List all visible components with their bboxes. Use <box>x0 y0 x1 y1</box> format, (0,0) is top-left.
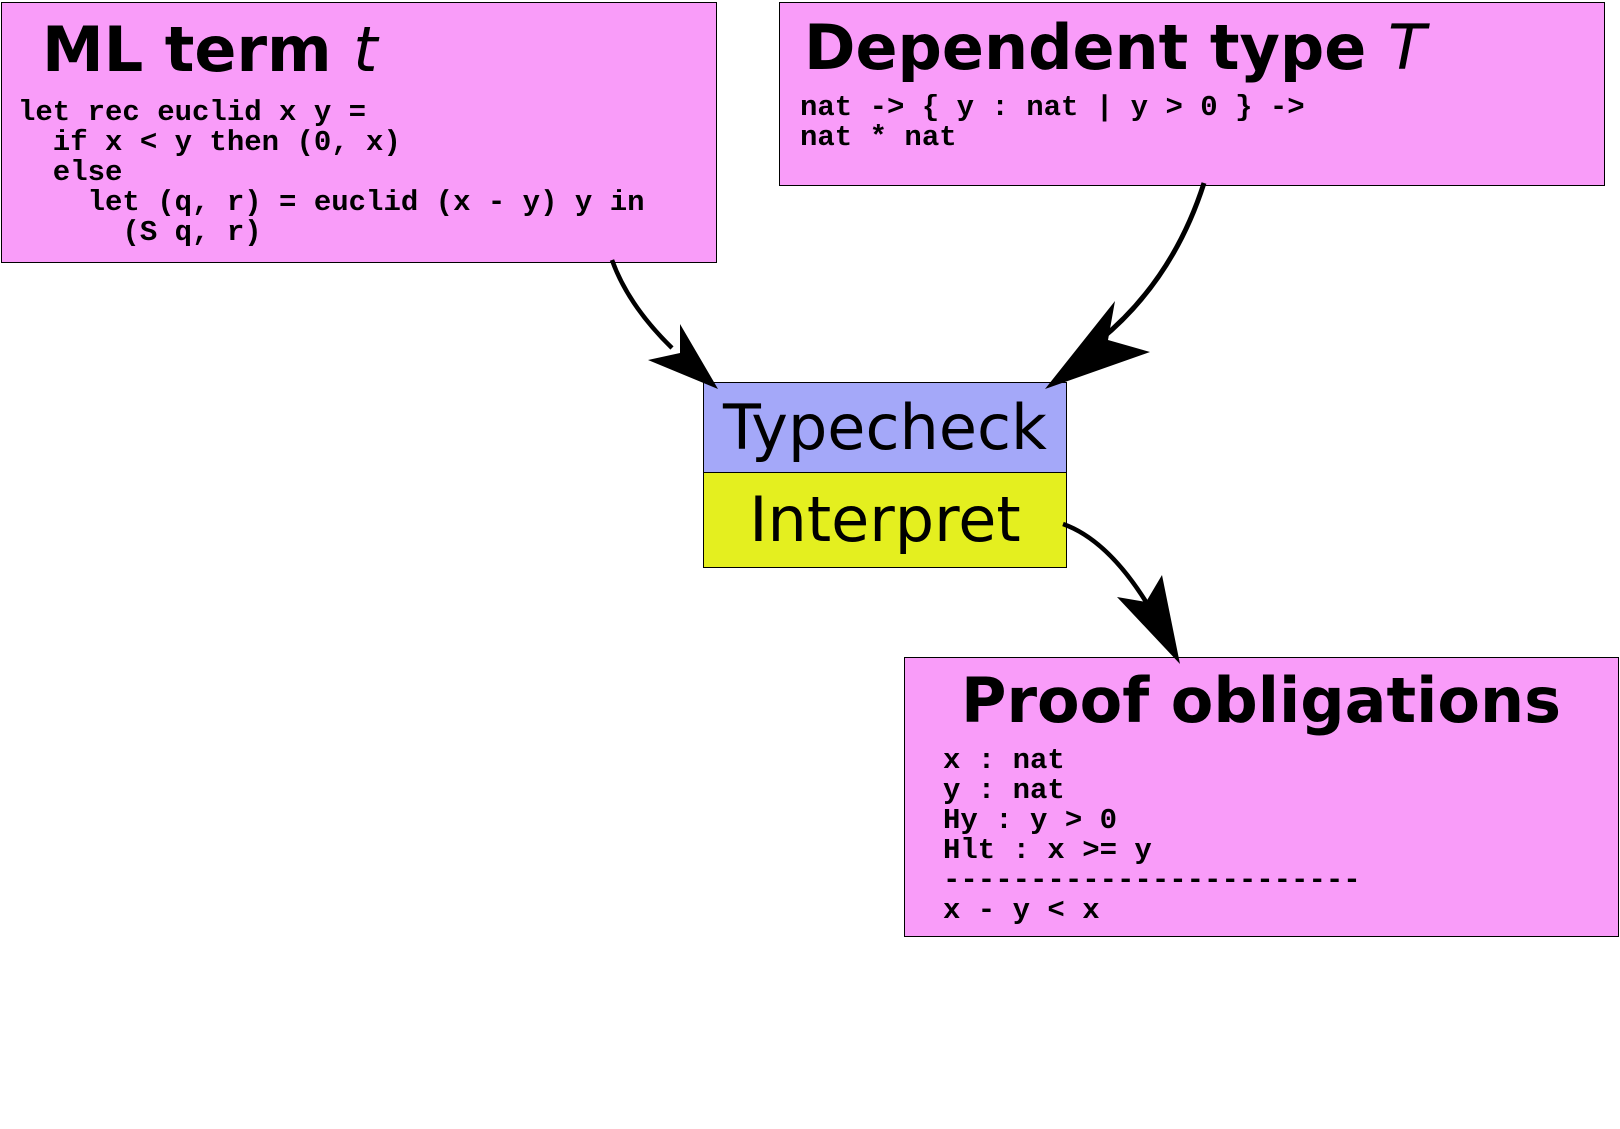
interpret-stage: Interpret <box>703 472 1067 568</box>
arrow-ml-to-typecheck <box>609 259 674 350</box>
dependent-type-variable: T <box>1387 11 1426 84</box>
proof-obligations-code: x : nat y : nat Hy : y > 0 Hlt : x >= y … <box>943 744 1361 927</box>
arrow-ml-to-typecheck-head <box>648 324 718 389</box>
dependent-type-box: Dependent type T nat -> { y : nat | y > … <box>779 2 1605 186</box>
ml-term-box: ML term t let rec euclid x y = if x < y … <box>1 2 717 263</box>
arrow-interpret-to-proof <box>1062 521 1150 607</box>
arrow-type-to-typecheck <box>1098 182 1207 342</box>
dependent-type-title: Dependent type T <box>804 17 1426 79</box>
arrow-type-to-typecheck-head <box>1045 301 1150 389</box>
ml-term-variable: t <box>353 13 378 86</box>
arrow-interpret-to-proof-head <box>1117 575 1180 664</box>
ml-term-code: let rec euclid x y = if x < y then (0, x… <box>18 96 645 249</box>
dependent-type-title-text: Dependent type <box>804 11 1388 84</box>
proof-obligations-box: Proof obligations x : nat y : nat Hy : y… <box>904 657 1619 937</box>
proof-obligations-title: Proof obligations <box>961 664 1561 737</box>
ml-term-title-text: ML term <box>42 13 354 86</box>
ml-term-title: ML term t <box>42 19 378 81</box>
dependent-type-code: nat -> { y : nat | y > 0 } -> nat * nat <box>800 91 1305 154</box>
